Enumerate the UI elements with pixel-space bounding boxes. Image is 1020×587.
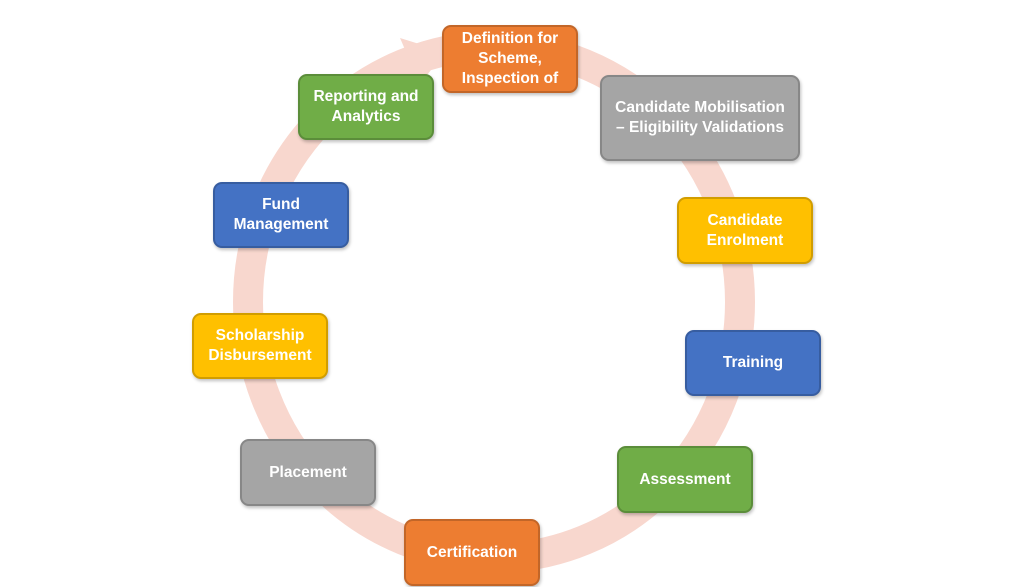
step-label: Candidate Mobilisation – Eligibility Val… xyxy=(615,99,785,136)
step-scholarship-disbursement: Scholarship Disbursement xyxy=(192,313,328,379)
step-placement: Placement xyxy=(240,439,376,506)
step-label: Definition for Scheme, Inspection of xyxy=(461,30,559,87)
step-label: Certification xyxy=(426,543,518,561)
step-label: Candidate Enrolment xyxy=(706,211,784,249)
step-label: Scholarship Disbursement xyxy=(208,327,312,364)
step-candidate-mobilisation: Candidate Mobilisation – Eligibility Val… xyxy=(600,75,800,161)
step-certification: Certification xyxy=(404,519,540,586)
step-label: Fund Management xyxy=(233,196,329,233)
step-label: Reporting and Analytics xyxy=(313,88,419,125)
step-candidate-enrolment: Candidate Enrolment xyxy=(677,197,813,264)
step-assessment: Assessment xyxy=(617,446,753,513)
cycle-arrowhead-icon xyxy=(400,38,445,84)
step-label: Placement xyxy=(269,463,347,481)
step-training: Training xyxy=(685,330,821,396)
step-fund-management: Fund Management xyxy=(213,182,349,248)
step-reporting-analytics: Reporting and Analytics xyxy=(298,74,434,140)
step-label: Training xyxy=(722,354,784,371)
step-policy-definition: Definition for Scheme, Inspection of xyxy=(442,25,578,93)
step-label: Assessment xyxy=(639,470,731,488)
